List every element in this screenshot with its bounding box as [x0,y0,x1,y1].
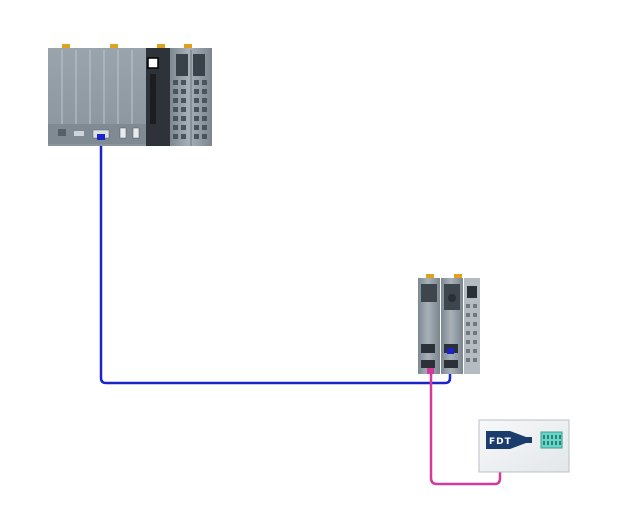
bus-coupler[interactable] [418,274,480,374]
dip-switch-icon [540,431,563,449]
plc-controller[interactable] [48,44,212,146]
fdt-device[interactable]: FDT [478,419,570,473]
usb-cable[interactable] [429,372,502,486]
fdt-logo-text: FDT [489,437,512,447]
ethernet-cable[interactable] [99,138,452,385]
fdt-logo: FDT [486,431,532,449]
